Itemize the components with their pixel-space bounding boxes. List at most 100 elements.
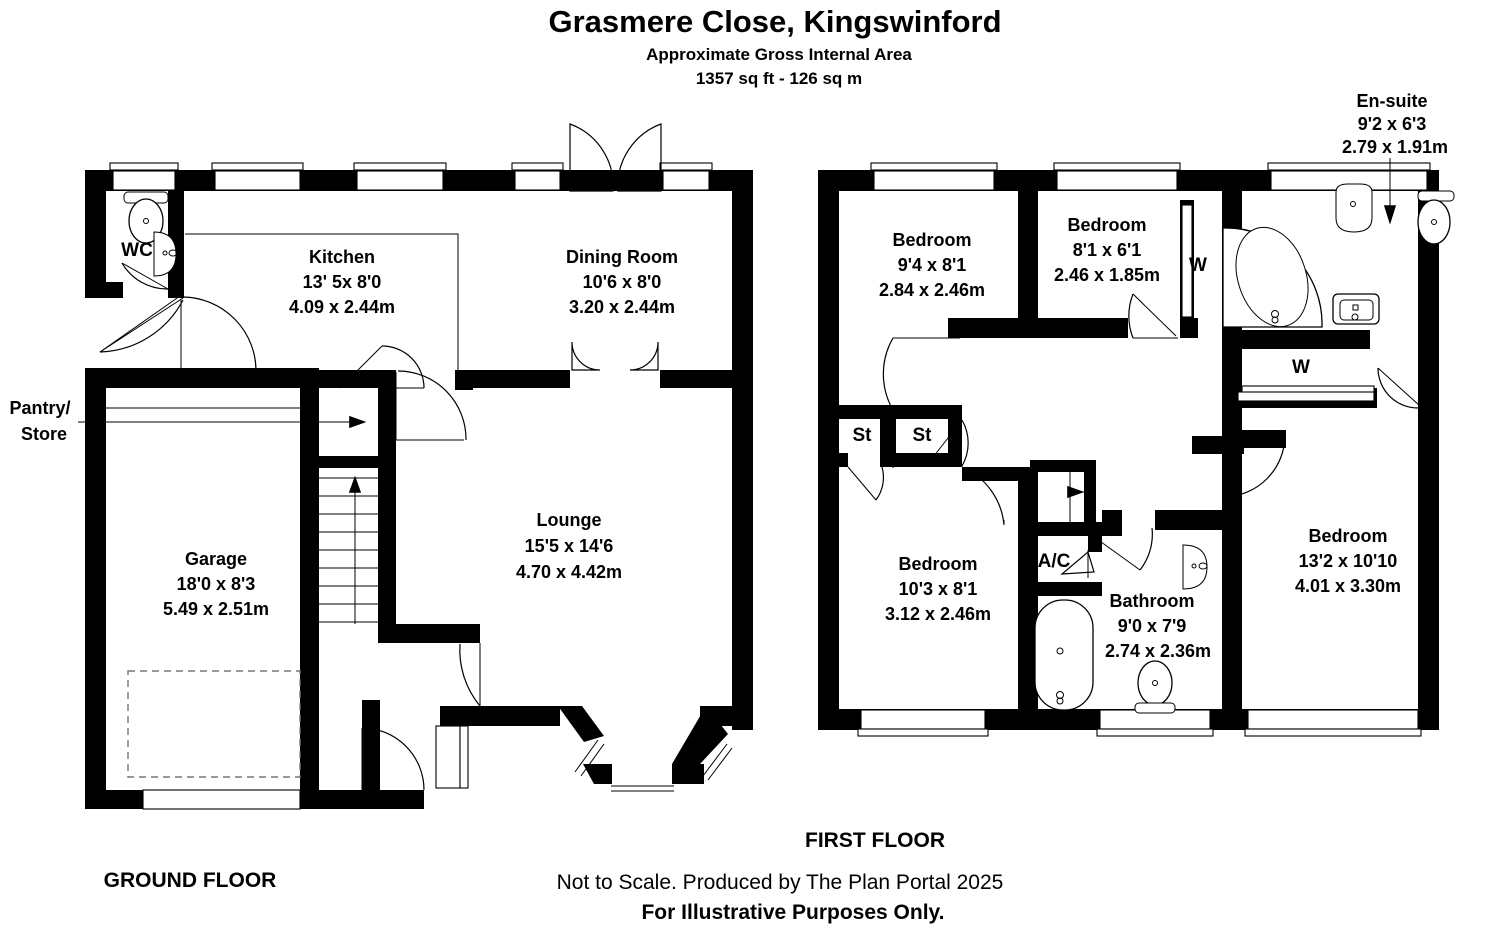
ff-wall-bed3-right bbox=[1018, 467, 1038, 522]
ff-wall-st2-top bbox=[896, 405, 962, 419]
bathroom-imperial: 9'0 x 7'9 bbox=[1118, 616, 1187, 636]
gf-wc-door bbox=[121, 262, 169, 290]
gf-hall-lounge-door bbox=[395, 370, 467, 441]
gf-wall-garage-bottom-left bbox=[85, 790, 143, 809]
ff-wall-left bbox=[818, 170, 839, 730]
gf-wall-right bbox=[732, 170, 753, 730]
kitchen-imperial: 13' 5x 8'0 bbox=[303, 272, 382, 292]
ff-wall-right bbox=[1418, 170, 1439, 730]
first-floor-plan: Bedroom 9'4 x 8'1 2.84 x 2.46m Bedroom 8… bbox=[818, 91, 1455, 737]
ff-bed2-door bbox=[1128, 293, 1178, 339]
ff-label-ensuite: En-suite 9'2 x 6'3 2.79 x 1.91m bbox=[1342, 91, 1448, 157]
ff-label-bed1: Bedroom 9'4 x 8'1 2.84 x 2.46m bbox=[879, 230, 985, 300]
bed3-imperial: 10'3 x 8'1 bbox=[899, 579, 978, 599]
ensuite-imperial: 9'2 x 6'3 bbox=[1358, 114, 1427, 134]
dining-imperial: 10'6 x 8'0 bbox=[583, 272, 662, 292]
bed2-imperial: 8'1 x 6'1 bbox=[1073, 240, 1142, 260]
ff-ensuite-door bbox=[1377, 367, 1421, 409]
ff-wall-ac-top bbox=[1018, 522, 1102, 536]
ff-wall-st2-right bbox=[948, 405, 962, 467]
bathroom-toilet-icon bbox=[1137, 660, 1173, 706]
ff-wall-bed4-door-jamb bbox=[1242, 430, 1286, 448]
bed2-name: Bedroom bbox=[1067, 215, 1146, 235]
gf-wall-porch-left bbox=[362, 700, 380, 808]
ff-wall-bed1-bed2 bbox=[1018, 191, 1038, 324]
ff-label-bed4: Bedroom 13'2 x 10'10 4.01 x 3.30m bbox=[1295, 526, 1401, 596]
gf-wall-garage-top-left bbox=[85, 368, 200, 388]
page-title: Grasmere Close, Kingswinford bbox=[548, 4, 1001, 39]
gf-stair-landing-wall bbox=[319, 456, 378, 468]
gf-wall-dining-bottom-left bbox=[455, 370, 570, 388]
garage-metric: 5.49 x 2.51m bbox=[163, 599, 269, 619]
ff-wall-bath-top-stub bbox=[1102, 510, 1122, 536]
ff-ensuite-leader bbox=[1383, 158, 1397, 225]
gf-windows-top bbox=[109, 162, 713, 191]
gf-label-garage: Garage 18'0 x 8'3 5.49 x 2.51m bbox=[163, 549, 269, 619]
ff-wall-ac-bottom bbox=[1018, 582, 1102, 596]
gf-bay-glass-right-2 bbox=[707, 747, 733, 781]
ff-ac-door bbox=[1060, 550, 1095, 578]
store-tag-2: St bbox=[913, 425, 933, 446]
ff-wall-landing-right-upper bbox=[1222, 388, 1242, 448]
gf-kitchen-hall-door bbox=[339, 345, 425, 389]
gross-area-value: 1357 sq ft - 126 sq m bbox=[696, 69, 862, 88]
ff-windows-bottom bbox=[857, 709, 1422, 737]
gross-area-caption: Approximate Gross Internal Area bbox=[646, 45, 912, 64]
gf-wall-lounge-bottom-left bbox=[440, 706, 560, 726]
gf-dining-french-doors-bottom bbox=[571, 341, 659, 371]
ff-wall-bath-right bbox=[1222, 510, 1242, 710]
ff-wall-bed2-bottom bbox=[1038, 318, 1128, 338]
wardrobe-tag-2: W bbox=[1292, 357, 1310, 378]
ff-st2-door bbox=[933, 419, 969, 467]
ff-wall-st-divider bbox=[880, 405, 896, 467]
ff-wall-bath-top-right bbox=[1155, 510, 1241, 530]
bed4-name: Bedroom bbox=[1308, 526, 1387, 546]
gf-bay-glass-left-2 bbox=[580, 743, 605, 777]
ff-wall-airing-top bbox=[1030, 460, 1096, 472]
gf-label-lounge: Lounge 15'5 x 14'6 4.70 x 4.42m bbox=[516, 510, 622, 582]
ff-wall-bed3-left-stub bbox=[818, 522, 838, 542]
gf-porch-window bbox=[435, 725, 469, 789]
garage-name: Garage bbox=[185, 549, 247, 569]
ensuite-metric: 2.79 x 1.91m bbox=[1342, 137, 1448, 157]
ff-ensuite-fixtures bbox=[1222, 183, 1455, 328]
gf-wall-lounge-bottom-right bbox=[700, 706, 753, 726]
gf-wall-garage-right bbox=[300, 368, 319, 808]
first-floor-label: FIRST FLOOR bbox=[805, 829, 945, 852]
gf-garage-opening bbox=[142, 789, 301, 810]
ff-label-bed2: Bedroom 8'1 x 6'1 2.46 x 1.85m bbox=[1054, 215, 1160, 285]
ff-wall-airing-right bbox=[1084, 460, 1096, 522]
gf-bay-wall-right-corner bbox=[672, 764, 704, 784]
ff-st1-door bbox=[847, 466, 885, 501]
gf-hall-to-kitchen-door bbox=[180, 296, 257, 373]
gf-wall-garage-bottom-right bbox=[300, 790, 362, 809]
gf-pantry-leader bbox=[78, 407, 367, 429]
bed4-imperial: 13'2 x 10'10 bbox=[1299, 551, 1398, 571]
bed3-metric: 3.12 x 2.46m bbox=[885, 604, 991, 624]
ff-bed1-door bbox=[882, 337, 960, 468]
gf-label-kitchen: Kitchen 13' 5x 8'0 4.09 x 2.44m bbox=[289, 247, 395, 317]
ground-floor-label: GROUND FLOOR bbox=[104, 869, 277, 892]
kitchen-metric: 4.09 x 2.44m bbox=[289, 297, 395, 317]
ff-wall-st1-bottom-stub bbox=[818, 453, 848, 467]
store-tag-1: St bbox=[853, 425, 873, 446]
disclaimer-line-1: Not to Scale. Produced by The Plan Porta… bbox=[557, 871, 1004, 894]
gf-wall-stair-bottom bbox=[378, 624, 480, 643]
gf-dining-french-doors-top bbox=[569, 123, 662, 192]
gf-wall-wc-bottom-left bbox=[85, 282, 123, 298]
bidet-icon bbox=[1335, 183, 1373, 233]
gf-garage-door-footprint bbox=[127, 670, 301, 778]
garage-imperial: 18'0 x 8'3 bbox=[177, 574, 256, 594]
ff-label-bathroom: Bathroom 9'0 x 7'9 2.74 x 2.36m bbox=[1105, 591, 1211, 661]
bathroom-metric: 2.74 x 2.36m bbox=[1105, 641, 1211, 661]
ff-bathroom-door bbox=[1089, 527, 1153, 571]
ff-wall-landing-right-lower bbox=[1222, 448, 1242, 510]
bed1-metric: 2.84 x 2.46m bbox=[879, 280, 985, 300]
ff-wall-landing-top bbox=[962, 467, 1018, 481]
ensuite-toilet-icon bbox=[1417, 199, 1451, 245]
dining-name: Dining Room bbox=[566, 247, 678, 267]
bed1-imperial: 9'4 x 8'1 bbox=[898, 255, 967, 275]
gf-bay-wall-left-angle bbox=[558, 706, 604, 742]
gf-wc-fixtures bbox=[123, 191, 178, 277]
pantry-tag-line1: Pantry/ bbox=[9, 398, 70, 418]
